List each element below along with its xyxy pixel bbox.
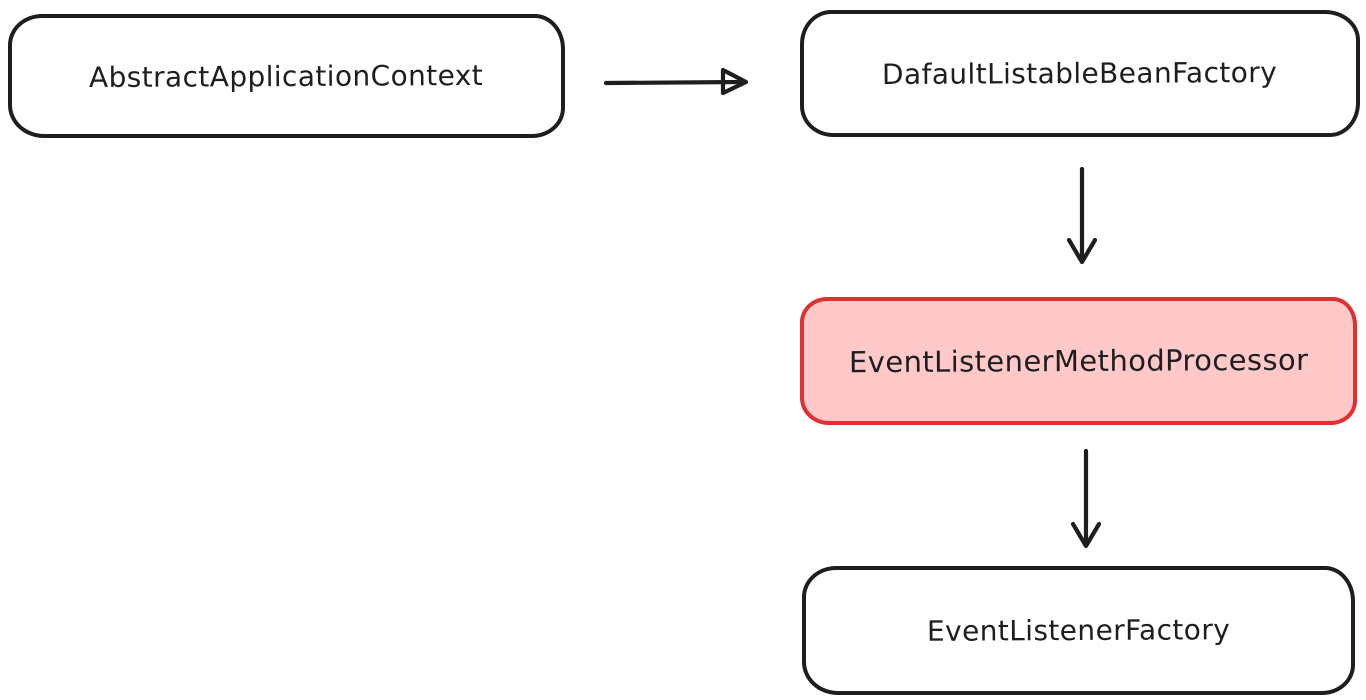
arrow-beanfactory-to-processor-icon (1066, 166, 1098, 265)
node-event-listener-method-processor: EventListenerMethodProcessor (800, 297, 1357, 425)
node-dafault-listable-bean-factory: DafaultListableBeanFactory (800, 10, 1360, 137)
node-event-listener-factory: EventListenerFactory (802, 566, 1355, 695)
arrow-context-to-beanfactory-icon (603, 67, 749, 96)
node-abstract-application-context: AbstractApplicationContext (8, 14, 565, 138)
node-label: AbstractApplicationContext (89, 58, 484, 94)
node-label: EventListenerMethodProcessor (848, 342, 1309, 380)
node-label: EventListenerFactory (926, 613, 1231, 648)
arrow-processor-to-factory-icon (1070, 448, 1102, 549)
node-label: DafaultListableBeanFactory (882, 55, 1278, 92)
